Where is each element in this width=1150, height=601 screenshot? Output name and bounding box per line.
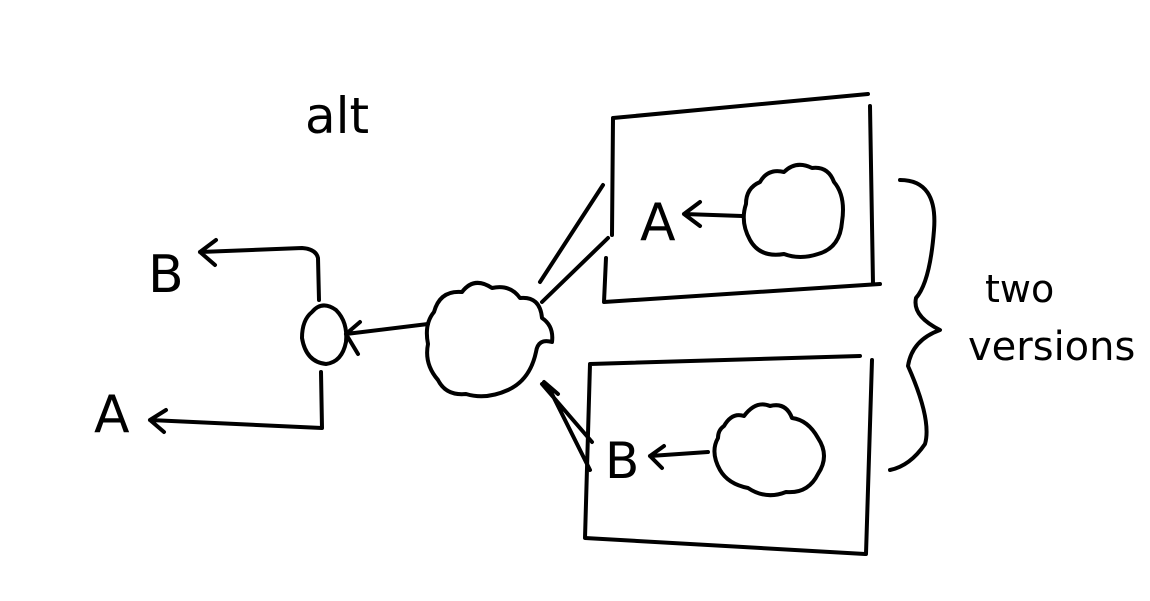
bottom-box-link (540, 380, 594, 472)
bottom-box-arrow (648, 444, 710, 470)
annotation-line-2: versions (968, 324, 1135, 370)
versions-brace (888, 178, 942, 472)
title-label: alt (305, 87, 369, 145)
top-box-link (538, 183, 610, 304)
annotation-line-1: two (985, 267, 1054, 311)
top-version-box (602, 92, 882, 304)
bottom-box-cloud (712, 402, 826, 498)
top-box-output-a-label: A (640, 193, 676, 253)
top-box-arrow (682, 200, 744, 228)
main-cloud-node (424, 280, 555, 399)
bottom-box-output-b-label: B (605, 432, 639, 490)
selector-node (300, 303, 349, 366)
top-box-cloud (741, 162, 845, 259)
left-output-a-label-visible: A (94, 385, 130, 445)
left-top-output-connector (198, 238, 321, 302)
bottom-version-box (583, 354, 874, 556)
left-bottom-output-connector (148, 370, 324, 434)
cloud-to-selector-arrow (344, 320, 430, 356)
left-output-b-label: B (148, 245, 184, 305)
